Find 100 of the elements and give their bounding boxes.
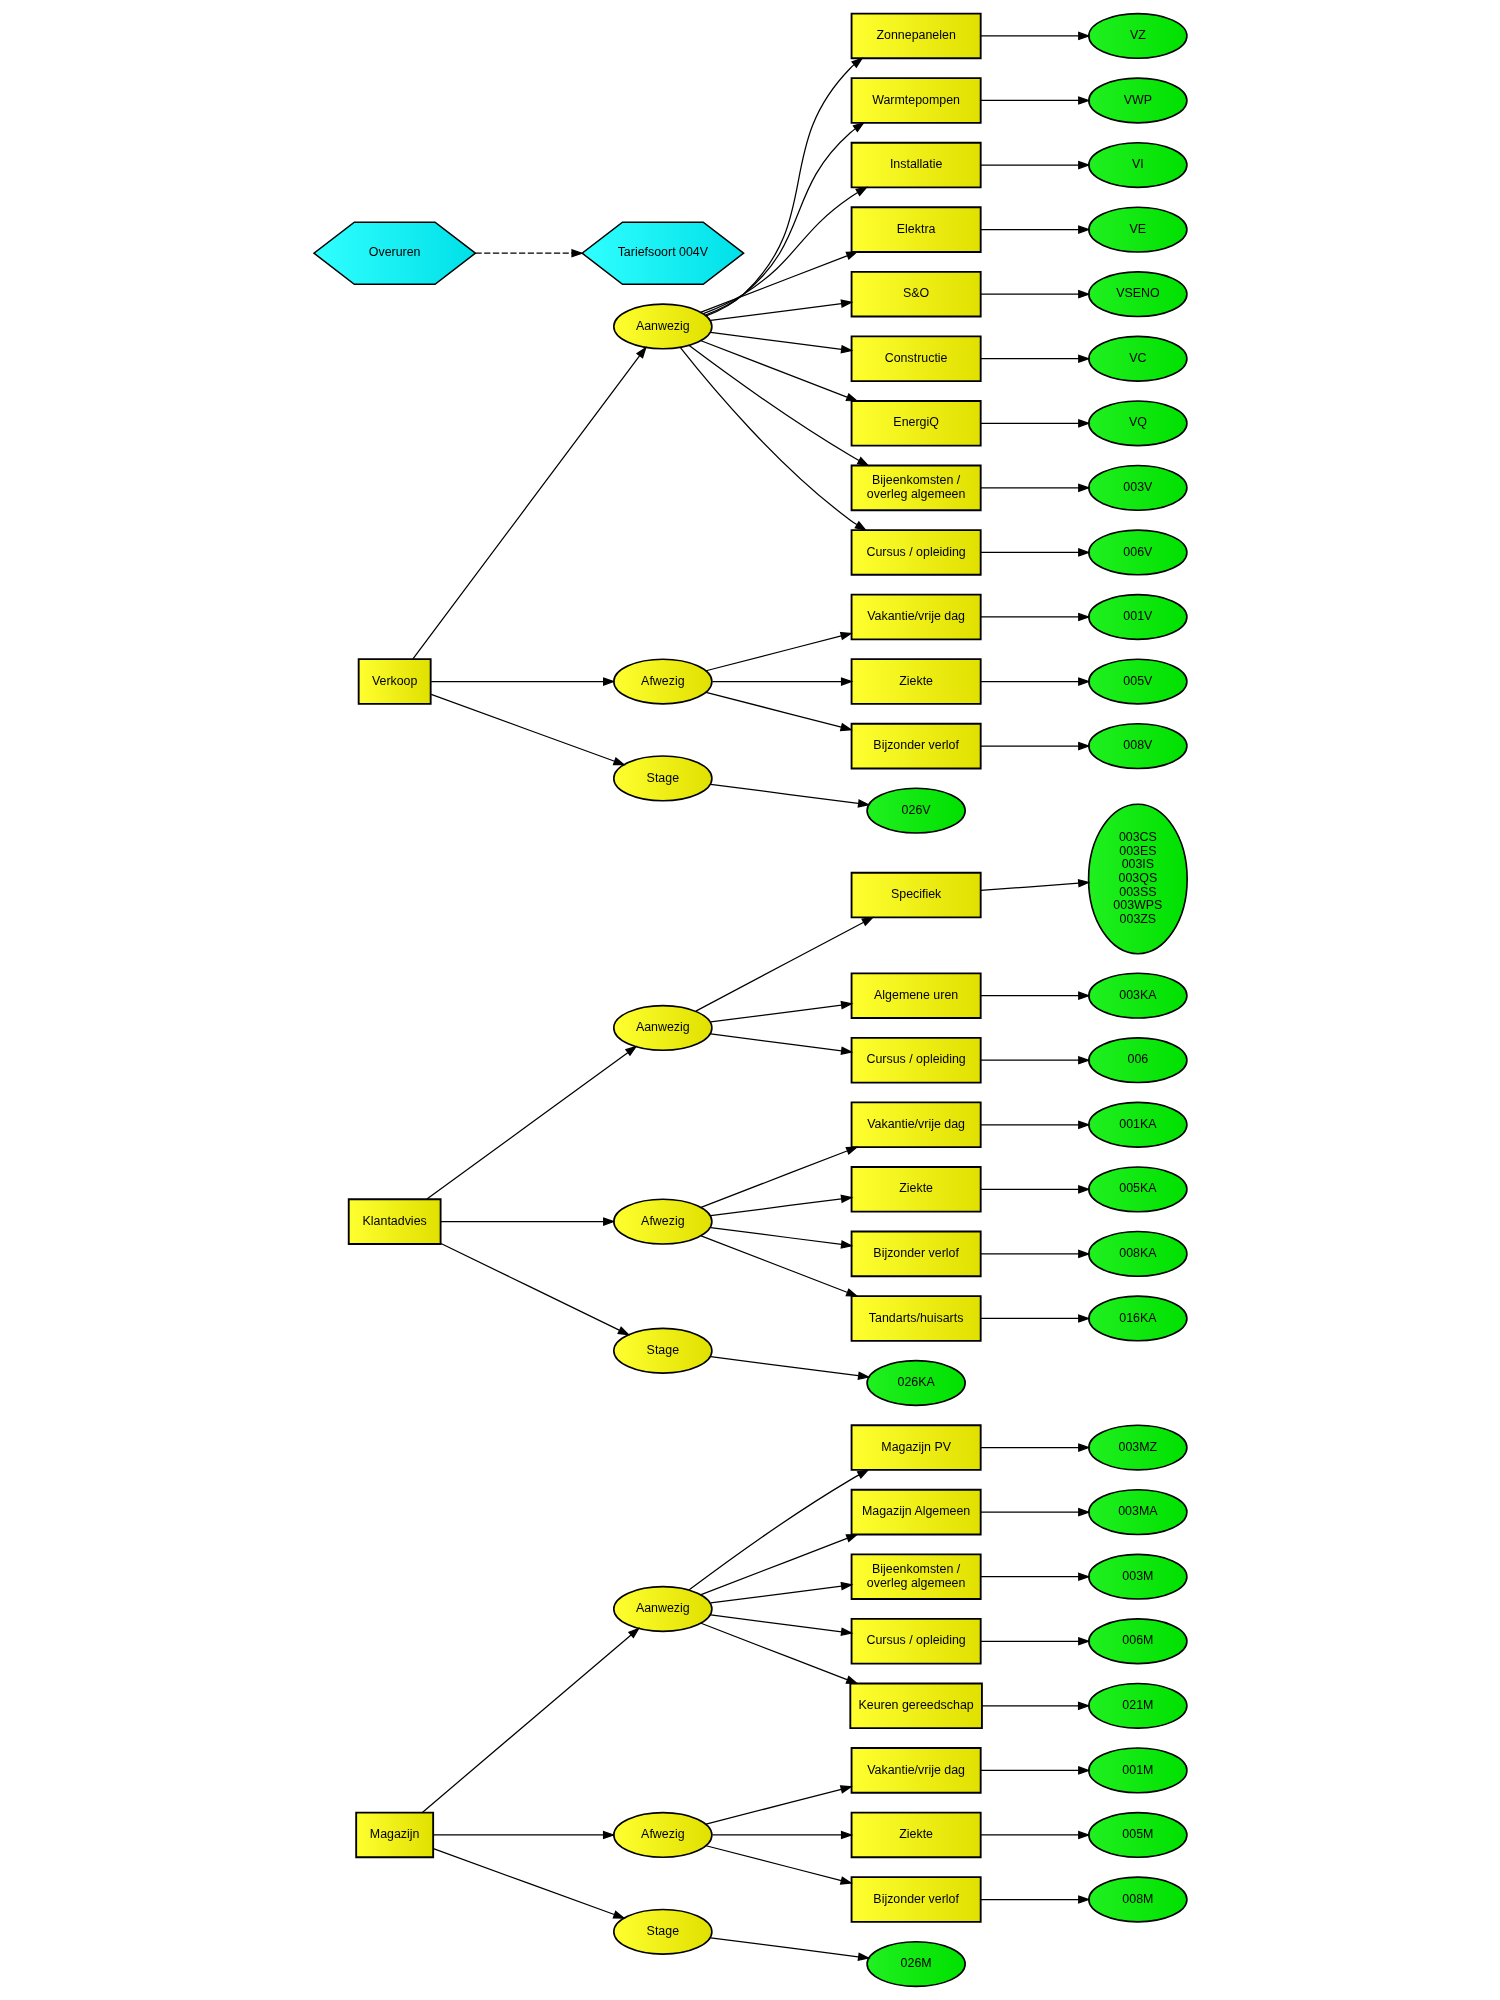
node-box: Bijzonder verlof	[850, 722, 982, 770]
node-ellipse: 006M	[1087, 1618, 1188, 1665]
node-ellipse: Aanwezig	[612, 1004, 713, 1052]
node-ellipse: 001M	[1087, 1747, 1188, 1794]
node-box: Vakantie/vrije dag	[850, 1747, 982, 1794]
node-box: Cursus / opleiding	[850, 1036, 982, 1084]
node-ellipse: 001V	[1087, 593, 1188, 641]
arrow	[979, 677, 1091, 686]
node-box: Elektra	[850, 206, 982, 253]
arrow	[702, 186, 868, 315]
node-ellipse: 006V	[1087, 529, 1188, 576]
arrow	[700, 251, 859, 313]
node-ellipse: VSENO	[1087, 271, 1188, 318]
node-box: Specifiek	[850, 871, 982, 919]
arrow	[980, 1701, 1090, 1711]
node-box: Algemene uren	[850, 972, 982, 1019]
node-box: Constructie	[850, 335, 982, 382]
arrow	[700, 1622, 859, 1685]
node-box: Verkoop	[357, 658, 432, 705]
node-ellipse: Aanwezig	[612, 303, 713, 350]
arrow	[979, 1314, 1091, 1323]
arrow	[709, 1194, 853, 1217]
arrow	[688, 1469, 870, 1591]
arrow	[979, 160, 1091, 170]
node-ellipse: Afwezig	[612, 1198, 713, 1245]
node-ellipse: Afwezig	[612, 1811, 713, 1859]
node-ellipse: 003M	[1087, 1553, 1188, 1600]
arrow	[704, 1845, 853, 1885]
node-box: Klantadvies	[347, 1198, 442, 1245]
node-box: Cursus / opleiding	[850, 529, 982, 576]
arrow	[700, 1533, 859, 1596]
node-box: Bijzonder verlof	[850, 1876, 982, 1923]
node-box: Tandarts/huisarts	[850, 1295, 982, 1342]
arrow	[979, 1249, 1091, 1259]
node-ellipse: 008KA	[1087, 1230, 1188, 1278]
arrow	[439, 1242, 630, 1336]
node-box: Installatie	[850, 141, 982, 189]
node-box: Ziekte	[850, 658, 982, 705]
arrow	[979, 878, 1091, 892]
arrow	[430, 677, 615, 686]
node-ellipse: Afwezig	[612, 658, 713, 705]
arrow	[694, 916, 874, 1012]
arrow	[704, 691, 853, 732]
arrow	[432, 1830, 615, 1840]
arrow	[709, 299, 853, 322]
node-box: Cursus / opleiding	[850, 1618, 982, 1665]
arrow	[979, 612, 1091, 622]
node-ellipse: VWP	[1087, 77, 1188, 124]
arrow	[709, 1937, 870, 1962]
arrow	[711, 1830, 853, 1840]
arrow	[709, 331, 853, 354]
arrow	[979, 418, 1091, 428]
node-box: S&O	[850, 270, 982, 318]
arrow	[979, 31, 1091, 41]
node-ellipse: 003KA	[1087, 972, 1188, 1019]
arrow	[425, 1045, 637, 1200]
arrow	[700, 1146, 859, 1208]
node-ellipse: VZ	[1087, 12, 1188, 60]
node-box: Warmtepompen	[850, 77, 982, 124]
node-box: Bijeenkomsten / overleg algemeen	[850, 464, 982, 512]
arrow	[979, 991, 1091, 1000]
node-ellipse: 005KA	[1087, 1166, 1188, 1213]
node-ellipse: 003MA	[1087, 1489, 1188, 1536]
node-ellipse: 005V	[1087, 658, 1188, 705]
arrow	[979, 483, 1091, 493]
node-box: Keuren gereedschap	[848, 1682, 983, 1730]
arrow	[709, 783, 870, 808]
node-box: Ziekte	[850, 1166, 982, 1213]
node-ellipse: 005M	[1087, 1811, 1188, 1859]
arrow	[979, 548, 1091, 557]
arrow	[679, 347, 867, 531]
arrow	[709, 1581, 853, 1604]
node-box: Zonnepanelen	[850, 12, 982, 60]
arrow	[979, 1120, 1091, 1130]
arrow	[979, 1507, 1091, 1517]
arrow	[430, 693, 626, 766]
node-ellipse: 026V	[865, 787, 966, 834]
node-ellipse: 001KA	[1087, 1101, 1188, 1148]
node-ellipse: 016KA	[1087, 1295, 1188, 1342]
arrow	[979, 1766, 1091, 1775]
arrow	[709, 1000, 853, 1023]
node-ellipse: Aanwezig	[612, 1585, 713, 1633]
node-box: Magazijn	[354, 1811, 434, 1859]
arrow	[432, 1848, 626, 1919]
arrow	[711, 677, 853, 686]
arrow	[709, 1227, 853, 1249]
node-box: Magazijn Algemeen	[850, 1488, 982, 1536]
arrow	[709, 1614, 853, 1637]
node-ellipse: VQ	[1087, 400, 1188, 447]
node-box: Bijeenkomsten / overleg algemeen	[850, 1553, 982, 1600]
arrow	[979, 354, 1091, 364]
arrow	[979, 289, 1091, 299]
arrow	[421, 1627, 640, 1814]
node-ellipse: 026KA	[865, 1359, 966, 1407]
arrow	[704, 121, 865, 316]
node-box: Ziekte	[850, 1811, 982, 1859]
arrow	[704, 631, 853, 672]
arrow	[979, 1636, 1091, 1646]
arrow	[979, 96, 1091, 105]
node-box: Bijzonder verlof	[850, 1230, 982, 1278]
